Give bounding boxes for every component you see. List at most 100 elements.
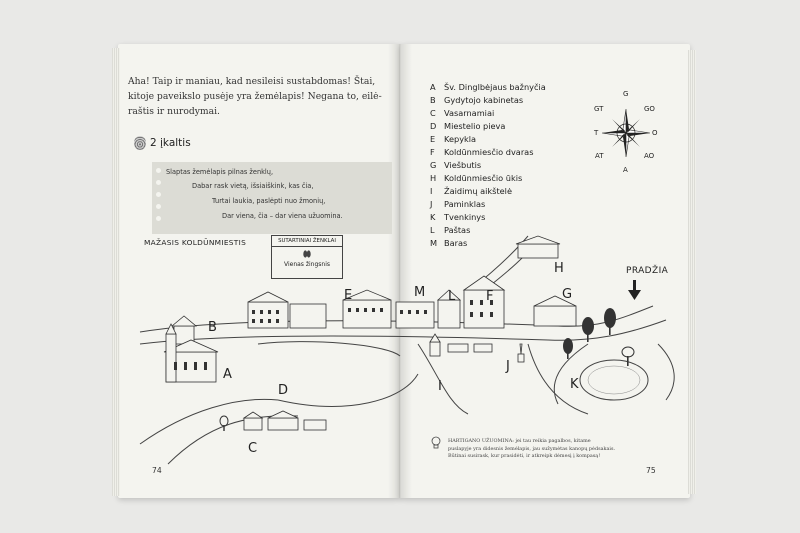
pub-row xyxy=(395,301,435,329)
map-label-g: G xyxy=(562,287,572,302)
hint-line: HARTIGANO UŽUOMINA: jei tau reikia pagal… xyxy=(448,438,591,444)
intro-line: Aha! Taip ir maniau, kad nesileisi susta… xyxy=(128,76,376,87)
map-label-e: E xyxy=(344,288,352,303)
map-key-title: SUTARTINIAI ŽENKLAI xyxy=(272,238,342,247)
compass-sw-label: AT xyxy=(595,152,604,160)
bakery-row xyxy=(342,299,392,329)
map-label-a: A xyxy=(223,367,232,382)
map-label-j: J xyxy=(505,359,510,374)
village-map: A B C D E F G H I J K L M xyxy=(139,235,675,465)
map-label-c: C xyxy=(248,441,257,456)
compass-n-label: G xyxy=(623,90,629,98)
map-label-b: B xyxy=(208,320,217,335)
playground-house xyxy=(429,341,441,357)
map-key-step-label: Vienas žingsnis xyxy=(284,261,330,268)
start-label: PRADŽIA xyxy=(626,266,669,276)
compass-e-label: O xyxy=(652,129,658,137)
riddle-line: Dabar rask vietą, išsiaiškink, kas čia, xyxy=(192,182,314,190)
townhouse-row xyxy=(289,303,327,329)
page-edges-left xyxy=(112,48,120,496)
tree-icon xyxy=(219,415,229,427)
map-label-m: M xyxy=(414,285,425,300)
park-path-left xyxy=(417,343,469,415)
open-book: Aha! Taip ir maniau, kad nesileisi susta… xyxy=(112,44,696,498)
playground-shed xyxy=(473,343,493,353)
map-label-d: D xyxy=(278,383,288,398)
book-gutter xyxy=(388,44,412,498)
meadow-road xyxy=(277,373,419,407)
map-label-i: I xyxy=(438,379,442,394)
task-label: 2 įkaltis xyxy=(150,137,191,149)
park-path-right xyxy=(527,343,589,415)
map-label-k: K xyxy=(570,377,579,392)
monument-icon xyxy=(517,353,525,363)
lightbulb-icon xyxy=(431,436,441,449)
map-label-h: H xyxy=(554,261,564,276)
summer-house xyxy=(243,417,263,431)
playground-shed xyxy=(447,343,469,353)
compass-ne-label: GO xyxy=(644,105,655,113)
hint-note: HARTIGANO UŽUOMINA: jei tau reikia pagal… xyxy=(448,438,668,461)
riddle-line: Slaptas žemėlapis pilnas ženklų, xyxy=(166,168,274,176)
post-office-building xyxy=(437,299,461,329)
compass-nw-label: GT xyxy=(594,105,604,113)
task-heading: 2 įkaltis xyxy=(134,136,191,150)
map-title: MAŽASIS KOLDŪNMIESTIS xyxy=(144,238,247,247)
riddle-box: Slaptas žemėlapis pilnas ženklų, Dabar r… xyxy=(152,162,392,234)
bullet-dot xyxy=(156,168,161,173)
compass-w-label: T xyxy=(594,129,599,137)
riddle-line: Dar viena, čia – dar viena užuomina. xyxy=(222,212,343,220)
compass-se-label: AO xyxy=(644,152,655,160)
page-number-left: 74 xyxy=(152,466,162,475)
bullet-dot xyxy=(156,192,161,197)
hint-line: Būtinai susirask, kur prasidėti, ir atkr… xyxy=(448,453,601,459)
tree-icon xyxy=(563,338,573,354)
hoofprint-icon xyxy=(303,250,311,258)
compass-rose: G GO O AO A AT T GT xyxy=(594,90,658,174)
bullet-dot xyxy=(156,204,161,209)
summer-house xyxy=(267,417,299,431)
page-number-right: 75 xyxy=(646,466,656,475)
farm-barn-building xyxy=(517,243,559,259)
map-label-f: F xyxy=(486,289,493,304)
pond-icon xyxy=(579,359,649,401)
hotel-building xyxy=(533,305,577,327)
intro-paragraph: Aha! Taip ir maniau, kad nesileisi susta… xyxy=(128,74,388,119)
map-label-l: L xyxy=(448,289,456,304)
tree-group xyxy=(219,308,635,431)
map-key-box: SUTARTINIAI ŽENKLAI Vienas žingsnis xyxy=(271,235,343,279)
page-edges-right xyxy=(688,50,696,494)
manor-building xyxy=(463,289,505,329)
tree-icon xyxy=(582,317,594,335)
hint-line: puslapyje yra didesnis žemėlapis, jau su… xyxy=(448,445,616,452)
compass-star-icon xyxy=(601,108,651,158)
fingerprint-icon xyxy=(134,136,146,150)
intro-line: kitoje paveikslo pusėje yra žemėlapis! N… xyxy=(128,91,382,102)
meadow-edge xyxy=(257,341,401,357)
summer-house xyxy=(303,419,327,431)
pond-path-east xyxy=(657,343,675,401)
riddle-line: Turtai laukia, paslėpti nuo žmonių, xyxy=(212,197,326,205)
bullet-dot xyxy=(156,216,161,221)
right-page xyxy=(400,44,696,498)
intro-line: raštis ir nurodymai. xyxy=(128,106,220,117)
main-road-bottom-edge xyxy=(139,319,667,345)
bullet-dot xyxy=(156,180,161,185)
compass-s-label: A xyxy=(623,166,628,174)
willow-tree-icon xyxy=(621,346,635,358)
tree-icon xyxy=(604,308,616,328)
pond-path xyxy=(553,343,589,405)
